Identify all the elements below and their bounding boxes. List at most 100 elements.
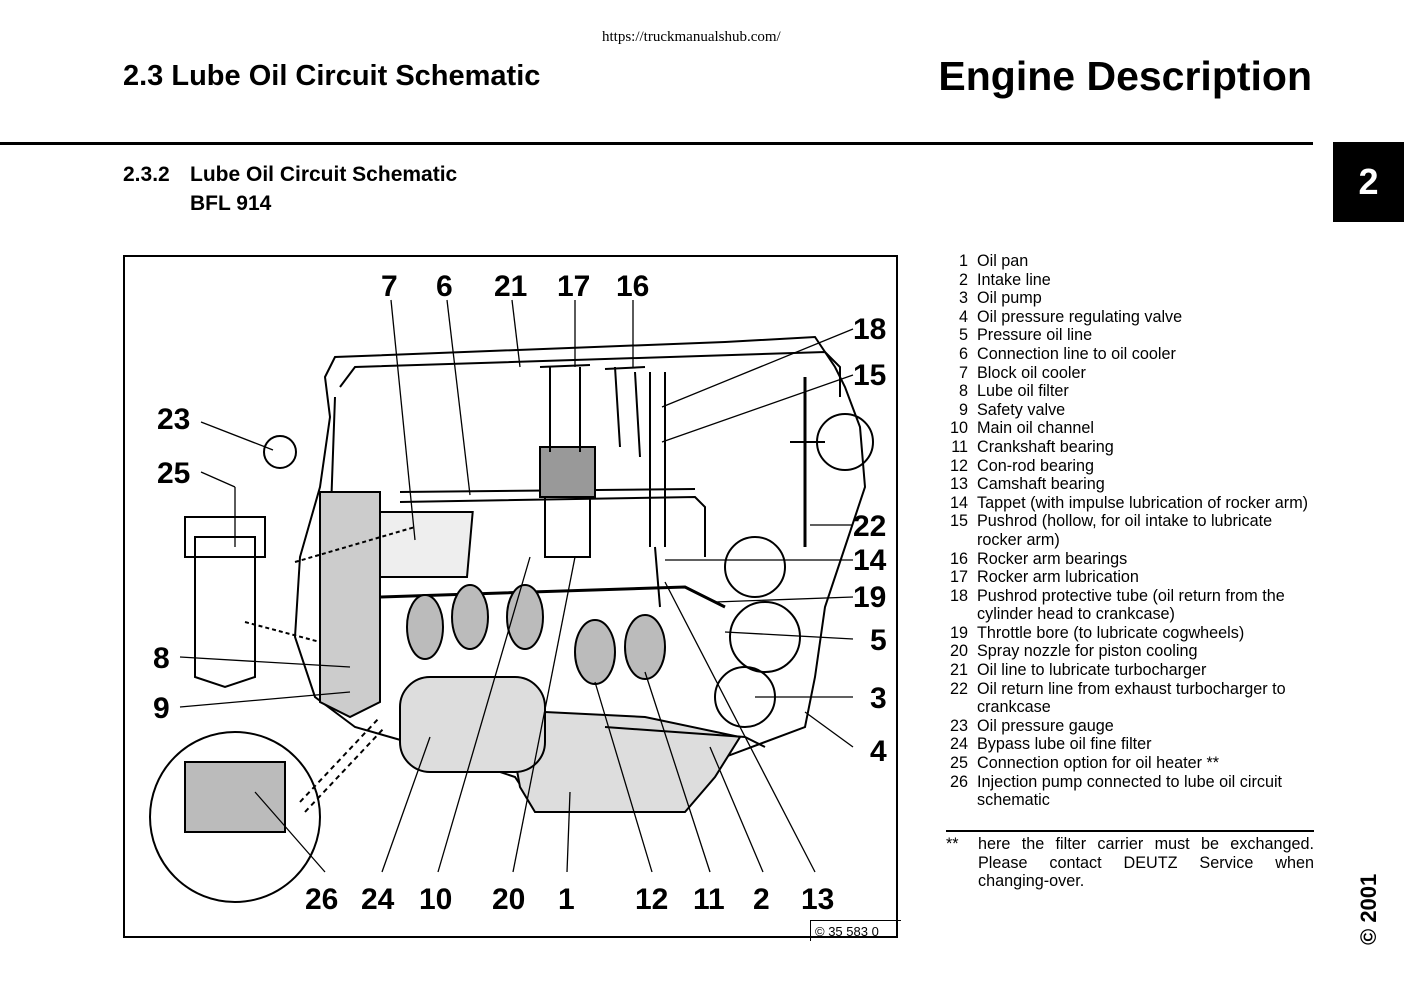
legend-text: Rocker arm lubrication xyxy=(977,568,1139,587)
legend-item: 21 Oil line to lubricate turbocharger xyxy=(946,661,1314,680)
legend-text: Block oil cooler xyxy=(977,363,1086,382)
callout-13: 13 xyxy=(801,883,834,916)
legend-number: 12 xyxy=(949,456,968,475)
callout-5: 5 xyxy=(870,624,887,657)
legend-item: 24 Bypass lube oil fine filter xyxy=(946,735,1314,754)
figure-reference: © 35 583 0 xyxy=(810,920,901,941)
legend-text: Injection pump connected to lube oil cir… xyxy=(977,772,1283,810)
callout-17: 17 xyxy=(557,270,590,303)
legend-text: Safety valve xyxy=(977,400,1066,419)
legend-number: 10 xyxy=(949,419,968,438)
legend-item: 16 Rocker arm bearings xyxy=(946,550,1314,569)
legend-item: 17 Rocker arm lubrication xyxy=(946,568,1314,587)
legend-text: Spray nozzle for piston cooling xyxy=(977,642,1198,661)
callout-labels: 7 6 21 17 16 18 15 23 25 22 14 19 5 8 3 … xyxy=(153,270,887,916)
callout-9: 9 xyxy=(153,692,170,725)
legend-number: 17 xyxy=(949,568,968,587)
legend-text: Connection option for oil heater ** xyxy=(977,754,1220,773)
legend-number: 25 xyxy=(949,754,968,773)
callout-18: 18 xyxy=(853,313,886,346)
legend-item: 13 Camshaft bearing xyxy=(946,475,1314,494)
callout-11: 11 xyxy=(693,883,725,916)
callout-22: 22 xyxy=(853,510,886,543)
copyright-year: © 2001 xyxy=(1356,873,1381,945)
chapter-tab: 2 xyxy=(1333,142,1404,222)
legend-text: Throttle bore (to lubricate cogwheels) xyxy=(977,623,1245,642)
legend-item: 2 Intake line xyxy=(946,271,1314,290)
callout-1: 1 xyxy=(558,883,575,916)
legend-item: 19 Throttle bore (to lubricate cogwheels) xyxy=(946,624,1314,643)
legend-number: 23 xyxy=(949,716,968,735)
legend-number: 19 xyxy=(949,623,968,642)
callout-4: 4 xyxy=(870,735,887,768)
legend-item: 10 Main oil channel xyxy=(946,419,1314,438)
callout-10: 10 xyxy=(419,883,452,916)
legend-number: 8 xyxy=(958,382,968,401)
legend-text: Oil return line from exhaust turbocharge… xyxy=(977,679,1286,717)
legend-text: Camshaft bearing xyxy=(977,475,1105,494)
legend-number: 9 xyxy=(958,400,968,419)
callout-7: 7 xyxy=(381,270,398,303)
legend-text: Pushrod protective tube (oil return from… xyxy=(977,586,1285,624)
legend-number: 2 xyxy=(958,270,968,289)
callout-24: 24 xyxy=(361,883,395,916)
legend-number: 22 xyxy=(949,679,968,698)
footnote-text: here the filter carrier must be exchange… xyxy=(978,835,1314,891)
legend-item: 22 Oil return line from exhaust turbochar… xyxy=(946,680,1314,717)
legend-number: 16 xyxy=(949,549,968,568)
footnote-symbol: ** xyxy=(946,835,959,853)
callout-19: 19 xyxy=(853,581,886,614)
legend-item: 9 Safety valve xyxy=(946,401,1314,420)
legend-number: 13 xyxy=(949,475,968,494)
legend-text: Crankshaft bearing xyxy=(977,437,1114,456)
legend-item: 12 Con-rod bearing xyxy=(946,457,1314,476)
legend-text: Connection line to oil cooler xyxy=(977,344,1176,363)
schematic-figure: 7 6 21 17 16 18 15 23 25 22 14 19 5 8 3 … xyxy=(123,255,901,941)
legend-item: 25 Connection option for oil heater ** xyxy=(946,754,1314,773)
header-rule xyxy=(0,142,1313,145)
legend-text: Con-rod bearing xyxy=(977,456,1094,475)
legend-number: 24 xyxy=(949,735,968,754)
subsection-title: Lube Oil Circuit Schematic xyxy=(190,163,458,186)
subsection-number: 2.3.2 xyxy=(123,163,170,186)
main-title: Engine Description xyxy=(938,53,1312,99)
legend-item: 3 Oil pump xyxy=(946,289,1314,308)
legend-number: 4 xyxy=(958,307,968,326)
legend-text: Oil pan xyxy=(977,252,1029,270)
callout-25: 25 xyxy=(157,457,190,490)
callout-20: 20 xyxy=(492,883,525,916)
legend-text: Rocker arm bearings xyxy=(977,549,1128,568)
legend-number: 6 xyxy=(958,344,968,363)
legend-text: Pushrod (hollow, for oil intake to lubri… xyxy=(977,512,1273,549)
callout-8: 8 xyxy=(153,642,170,675)
legend-text: Oil line to lubricate turbocharger xyxy=(977,661,1207,680)
callout-15: 15 xyxy=(853,359,886,392)
legend-text: Pressure oil line xyxy=(977,326,1093,345)
legend-text: Tappet (with impulse lubrication of rock… xyxy=(977,493,1309,512)
footnote: ** here the filter carrier must be excha… xyxy=(946,830,1314,891)
callout-2: 2 xyxy=(753,883,770,916)
legend-text: Bypass lube oil fine filter xyxy=(977,735,1152,754)
callout-6: 6 xyxy=(436,270,453,303)
legend-number: 26 xyxy=(949,772,968,791)
source-url: https://truckmanualshub.com/ xyxy=(602,29,781,45)
legend-number: 20 xyxy=(949,642,968,661)
legend-number: 21 xyxy=(949,661,968,680)
callout-23: 23 xyxy=(157,403,190,436)
callout-12: 12 xyxy=(635,883,668,916)
section-title: 2.3 Lube Oil Circuit Schematic xyxy=(123,60,541,92)
legend-text: Main oil channel xyxy=(977,419,1094,438)
engine-schematic-drawing: 7 6 21 17 16 18 15 23 25 22 14 19 5 8 3 … xyxy=(149,270,887,916)
legend-text: Oil pump xyxy=(977,289,1042,308)
legend-number: 18 xyxy=(949,586,968,605)
callout-14: 14 xyxy=(853,544,887,577)
legend-text: Intake line xyxy=(977,270,1051,289)
legend-number: 3 xyxy=(958,289,968,308)
legend-item: 18 Pushrod protective tube (oil return fr… xyxy=(946,587,1314,624)
